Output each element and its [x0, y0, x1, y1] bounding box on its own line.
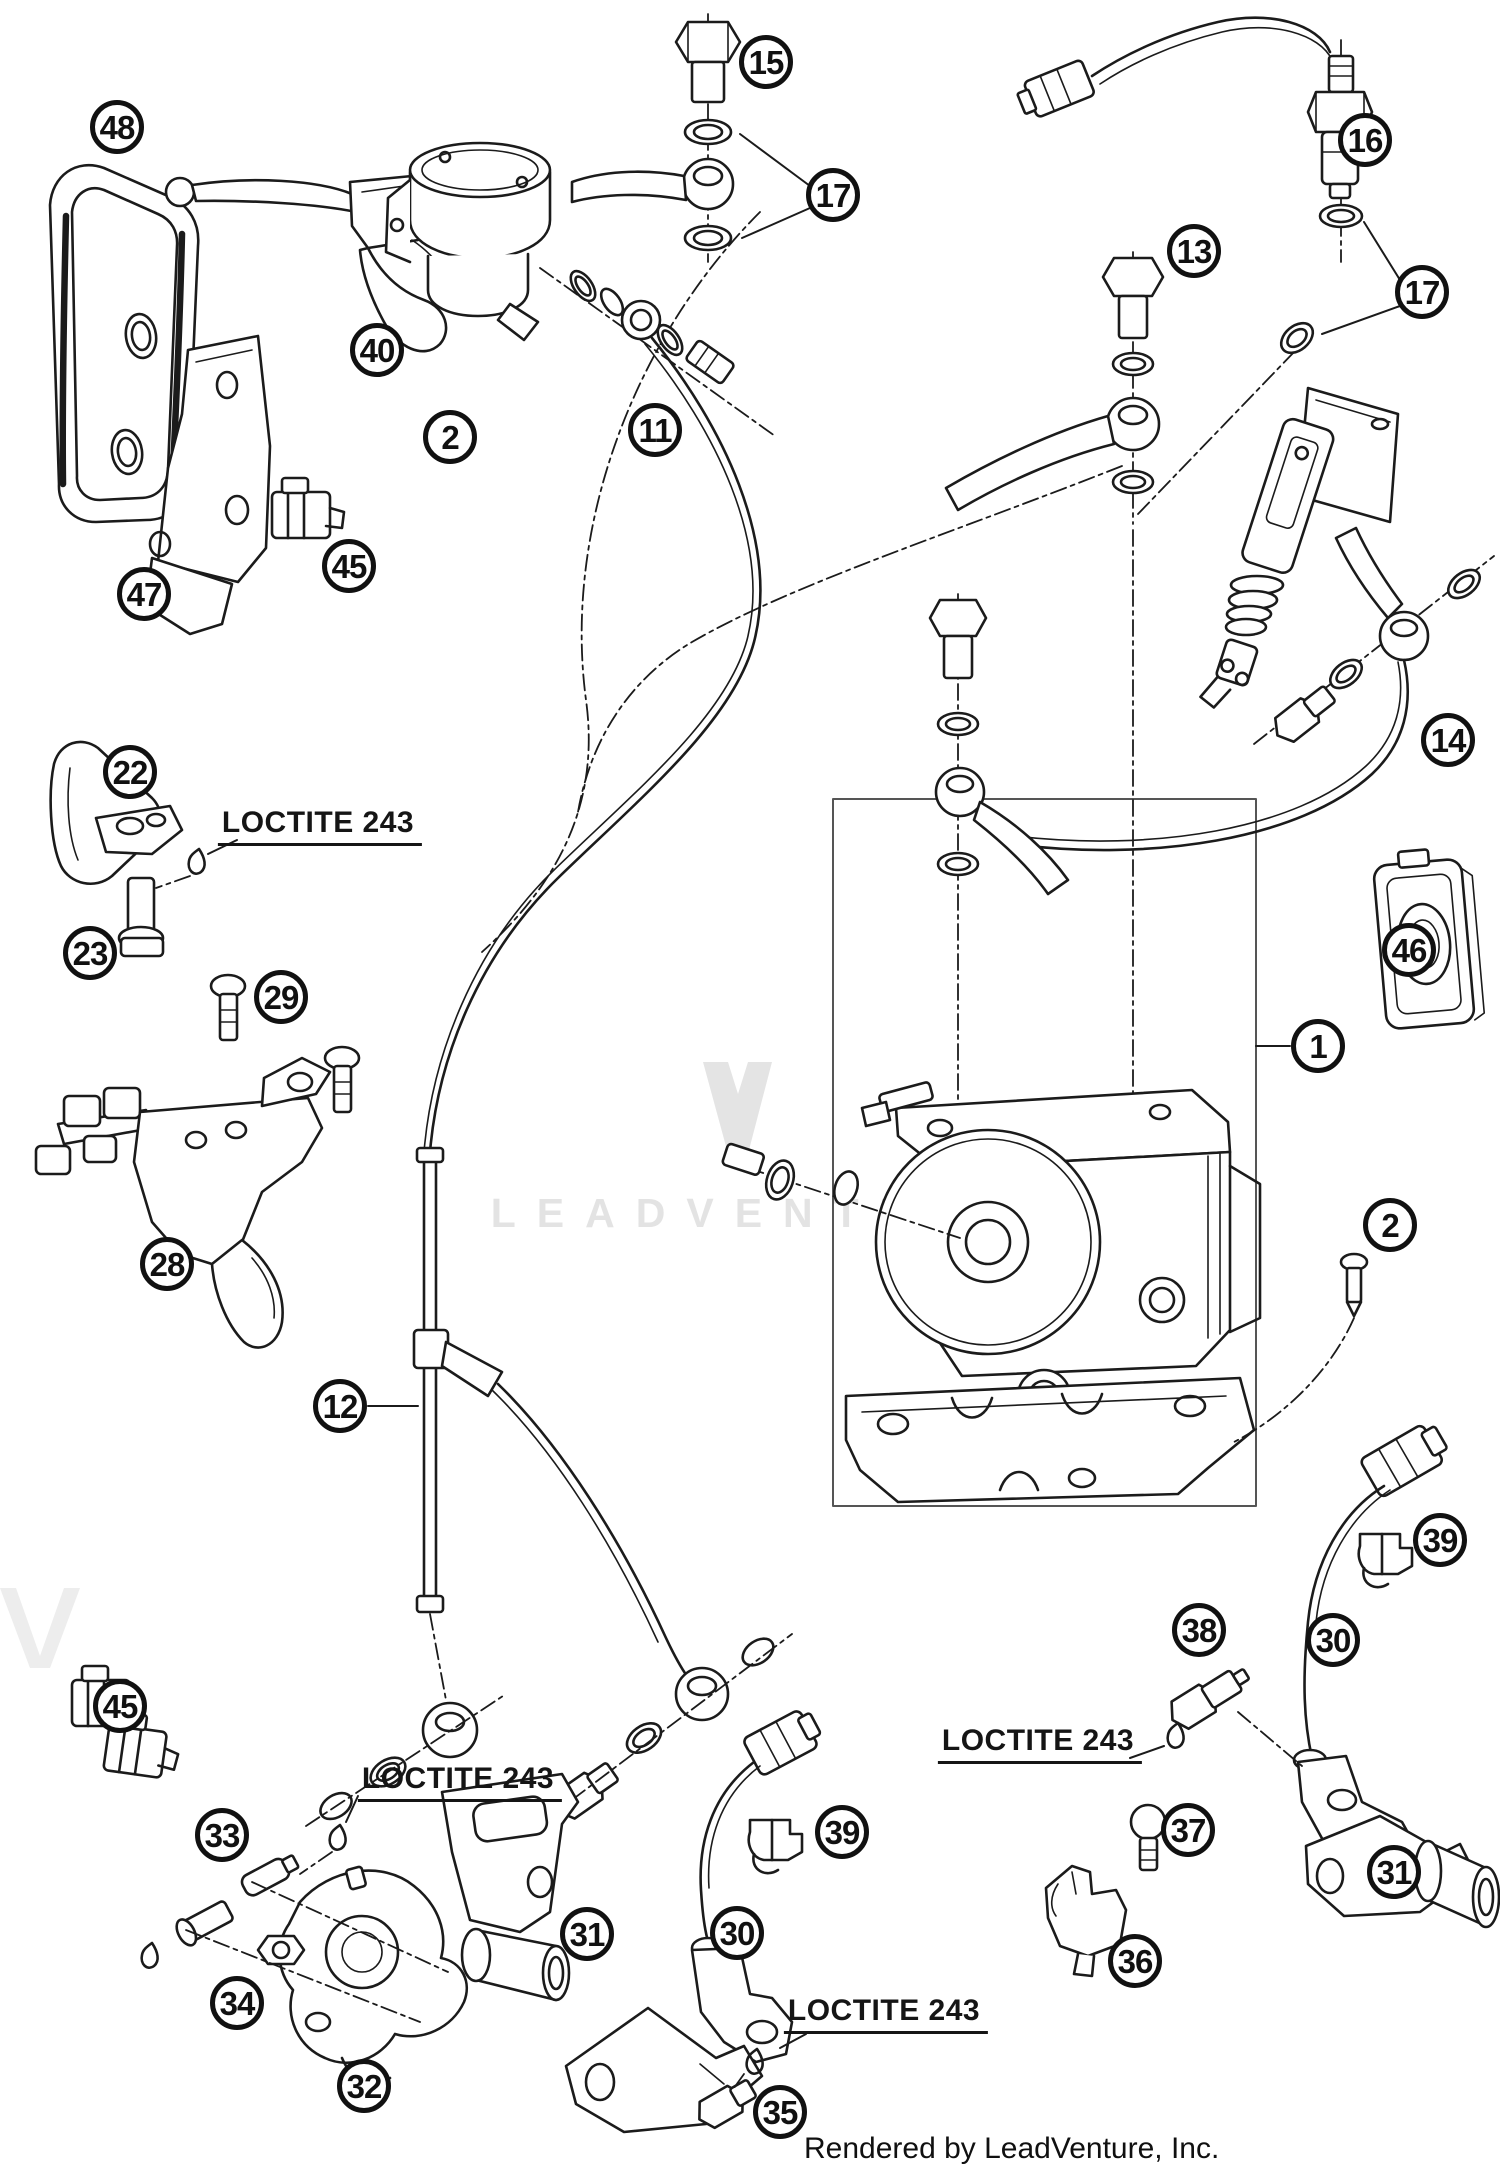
hose-guide-lines	[481, 211, 1123, 953]
callout-39-front[interactable]: 39	[1413, 1513, 1467, 1567]
callout-31-front[interactable]: 31	[1367, 1845, 1421, 1899]
rear-brake-hose-14	[1008, 526, 1495, 852]
callout-17-front[interactable]: 17	[806, 168, 860, 222]
callout-1[interactable]: 1	[1291, 1019, 1345, 1073]
loctite-note-top-left: LOCTITE 243	[217, 806, 423, 846]
callout-22[interactable]: 22	[103, 745, 157, 799]
support-bracket-28	[34, 1056, 332, 1349]
callout-17-rear[interactable]: 17	[1395, 265, 1449, 319]
callout-12[interactable]: 12	[313, 1379, 367, 1433]
callout-28[interactable]: 28	[140, 1237, 194, 1291]
callout-47[interactable]: 47	[117, 567, 171, 621]
callout-14[interactable]: 14	[1421, 713, 1475, 767]
callout-33[interactable]: 33	[195, 1808, 249, 1862]
callout-30-front[interactable]: 30	[1306, 1613, 1360, 1667]
callout-32[interactable]: 32	[337, 2059, 391, 2113]
screw-2-rear	[1233, 1252, 1369, 1443]
front-brake-hose-11	[423, 336, 762, 1154]
front-master-cylinder	[384, 141, 552, 342]
callout-35[interactable]: 35	[753, 2085, 807, 2139]
callout-45-bottom[interactable]: 45	[93, 1679, 147, 1733]
banjo-bolt-15	[570, 13, 811, 263]
abs-mounting-bracket	[844, 1376, 1256, 1504]
rear-brake-caliper-32	[139, 1772, 580, 2084]
banjo-fitting-13	[944, 251, 1315, 525]
callout-34[interactable]: 34	[210, 1976, 264, 2030]
callout-16[interactable]: 16	[1338, 113, 1392, 167]
callout-2-front[interactable]: 2	[423, 410, 477, 464]
callout-13[interactable]: 13	[1167, 224, 1221, 278]
callout-48[interactable]: 48	[90, 100, 144, 154]
banjo-fitting-chain-front	[539, 267, 776, 437]
callout-38[interactable]: 38	[1172, 1603, 1226, 1657]
callout-45-top[interactable]: 45	[322, 539, 376, 593]
screw-23	[117, 839, 238, 958]
callout-39-rear[interactable]: 39	[815, 1805, 869, 1859]
callout-2-rear[interactable]: 2	[1363, 1198, 1417, 1252]
callout-29[interactable]: 29	[254, 970, 308, 1024]
flange-screws-29	[209, 973, 361, 1114]
callout-36[interactable]: 36	[1108, 1934, 1162, 1988]
loctite-note-mid-left: LOCTITE 243	[357, 1762, 563, 1802]
guard-bracket-47	[144, 334, 272, 636]
rear-speed-sensor-30	[564, 1710, 822, 2134]
loctite-note-right: LOCTITE 243	[937, 1724, 1143, 1764]
callout-37[interactable]: 37	[1161, 1803, 1215, 1857]
callout-23[interactable]: 23	[63, 926, 117, 980]
rear-master-cylinder	[1199, 386, 1400, 709]
footer-credit: Rendered by LeadVenture, Inc.	[804, 2132, 1220, 2165]
sensor-bracket-36	[1044, 1864, 1128, 1978]
callout-46[interactable]: 46	[1382, 923, 1436, 977]
brake-line-12	[305, 1146, 793, 1827]
callout-40[interactable]: 40	[350, 323, 404, 377]
leadventure-v-logo	[0, 1062, 772, 1668]
pedal-cover-22	[49, 740, 184, 885]
callout-15[interactable]: 15	[739, 35, 793, 89]
button-screw-37	[1129, 1803, 1167, 1872]
callout-11[interactable]: 11	[628, 403, 682, 457]
callout-30-rear[interactable]: 30	[710, 1906, 764, 1960]
abs-unit-box	[832, 798, 1291, 1507]
callout-31-rear[interactable]: 31	[560, 1907, 614, 1961]
loctite-note-bottom: LOCTITE 243	[783, 1994, 989, 2034]
